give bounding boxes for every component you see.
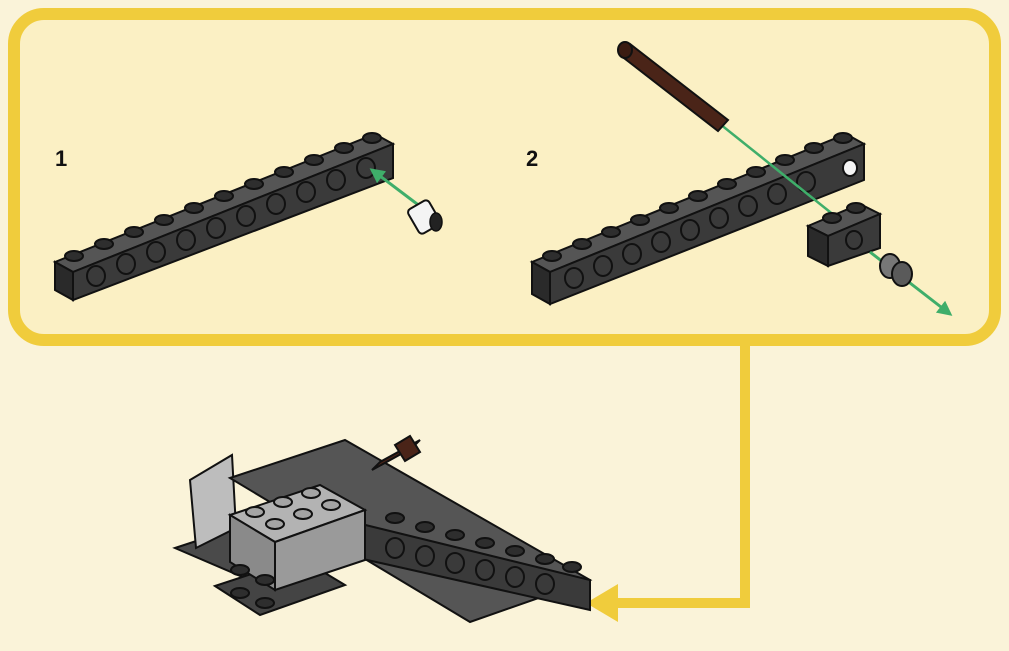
step-2-number: 2 [526, 146, 539, 171]
step-1-number: 1 [55, 146, 68, 171]
steps-panel [8, 8, 1001, 346]
step-2-axle [617, 41, 730, 133]
step-2-bush [879, 253, 913, 287]
connector-arrow-left-icon [586, 344, 750, 622]
final-assembly [172, 434, 593, 624]
step-1-motion-arrow-icon [369, 168, 426, 212]
step-1-beam [52, 132, 396, 302]
step-1-pin [407, 199, 443, 235]
step-2-brick-1x2 [805, 202, 883, 268]
step-2-beam [529, 132, 867, 306]
